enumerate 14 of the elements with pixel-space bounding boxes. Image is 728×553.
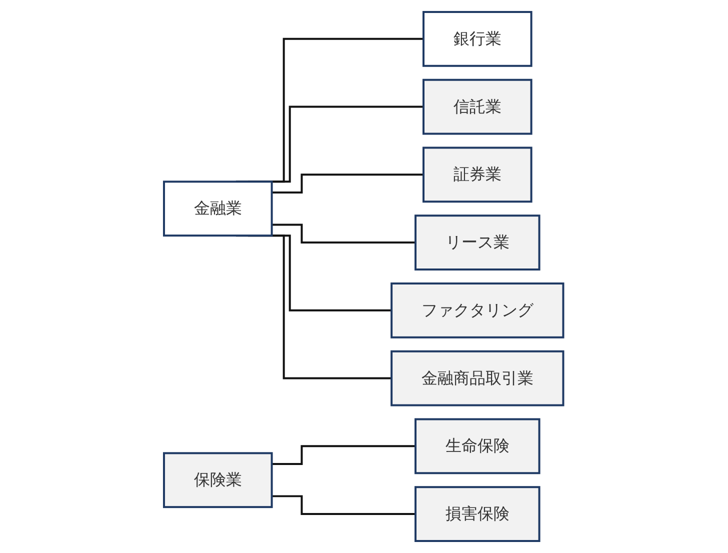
node-box: 生命保険 <box>414 418 541 474</box>
node-box: 金融業 <box>163 180 274 237</box>
node-box: ファクタリング <box>390 282 565 338</box>
node-box: 証券業 <box>422 146 533 203</box>
node-box: 保険業 <box>163 452 274 508</box>
connector <box>272 174 424 194</box>
connector <box>272 445 416 466</box>
node-box: 金融商品取引業 <box>390 350 565 406</box>
connector <box>272 495 416 516</box>
node-box: 信託業 <box>422 78 533 135</box>
node-box: リース業 <box>414 214 541 270</box>
connector <box>272 224 416 244</box>
node-box: 銀行業 <box>422 10 533 67</box>
node-box: 損害保険 <box>414 486 541 542</box>
